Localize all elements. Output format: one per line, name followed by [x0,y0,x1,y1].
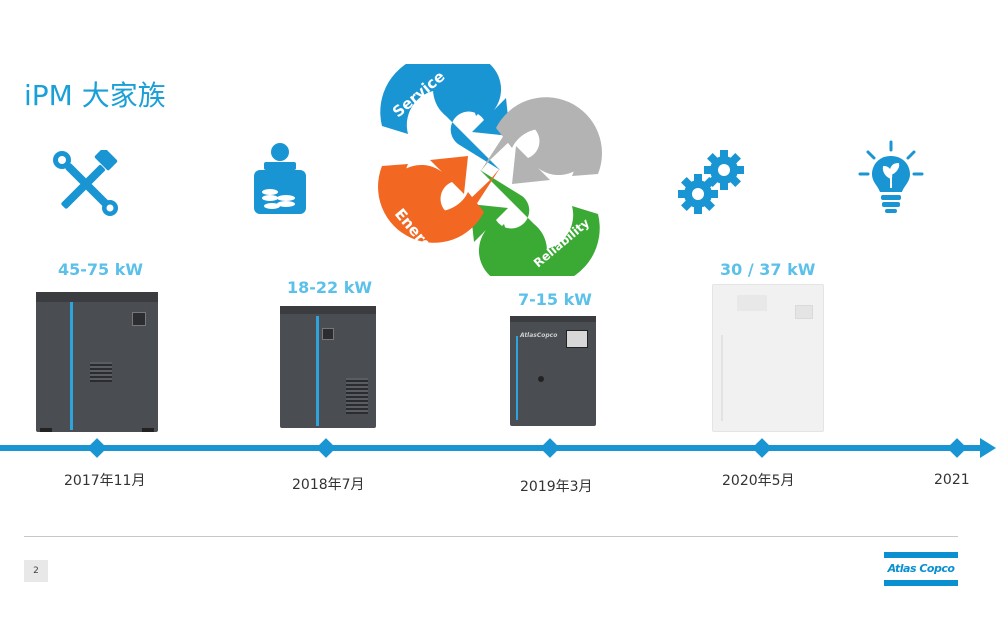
product-power-label: 30 / 37 kW [720,260,816,279]
compressor-image [712,284,824,432]
cycle-graphic: Service Innovation Reliability Energy [378,64,604,276]
compressor-image [280,306,376,428]
timeline-date: 2018年7月 [292,477,365,493]
compressor-image [36,292,158,432]
timeline-date: 2021 [934,472,970,488]
machine-brand-label: AtlasCopco [520,332,558,339]
compressor-image: AtlasCopco [510,316,596,426]
page-title: iPM 大家族 [24,79,166,112]
footer-divider [24,536,958,537]
logo-wordmark: Atlas Copco [887,562,955,575]
product-power-label: 7-15 kW [518,290,592,309]
eco-bulb-icon [858,140,924,213]
timeline-date: 2019年3月 [520,479,593,495]
product-power-label: 18-22 kW [287,278,373,297]
timeline-date: 2020年5月 [722,473,795,489]
tools-icon [53,150,118,216]
atlas-copco-logo: Atlas Copco [884,552,958,592]
timeline-date: 2017年11月 [64,473,146,489]
timeline-axis [0,438,996,458]
gears-icon [678,150,744,214]
savings-jar-icon [254,143,306,214]
product-power-label: 45-75 kW [58,260,144,279]
page-number: 2 [24,560,48,582]
